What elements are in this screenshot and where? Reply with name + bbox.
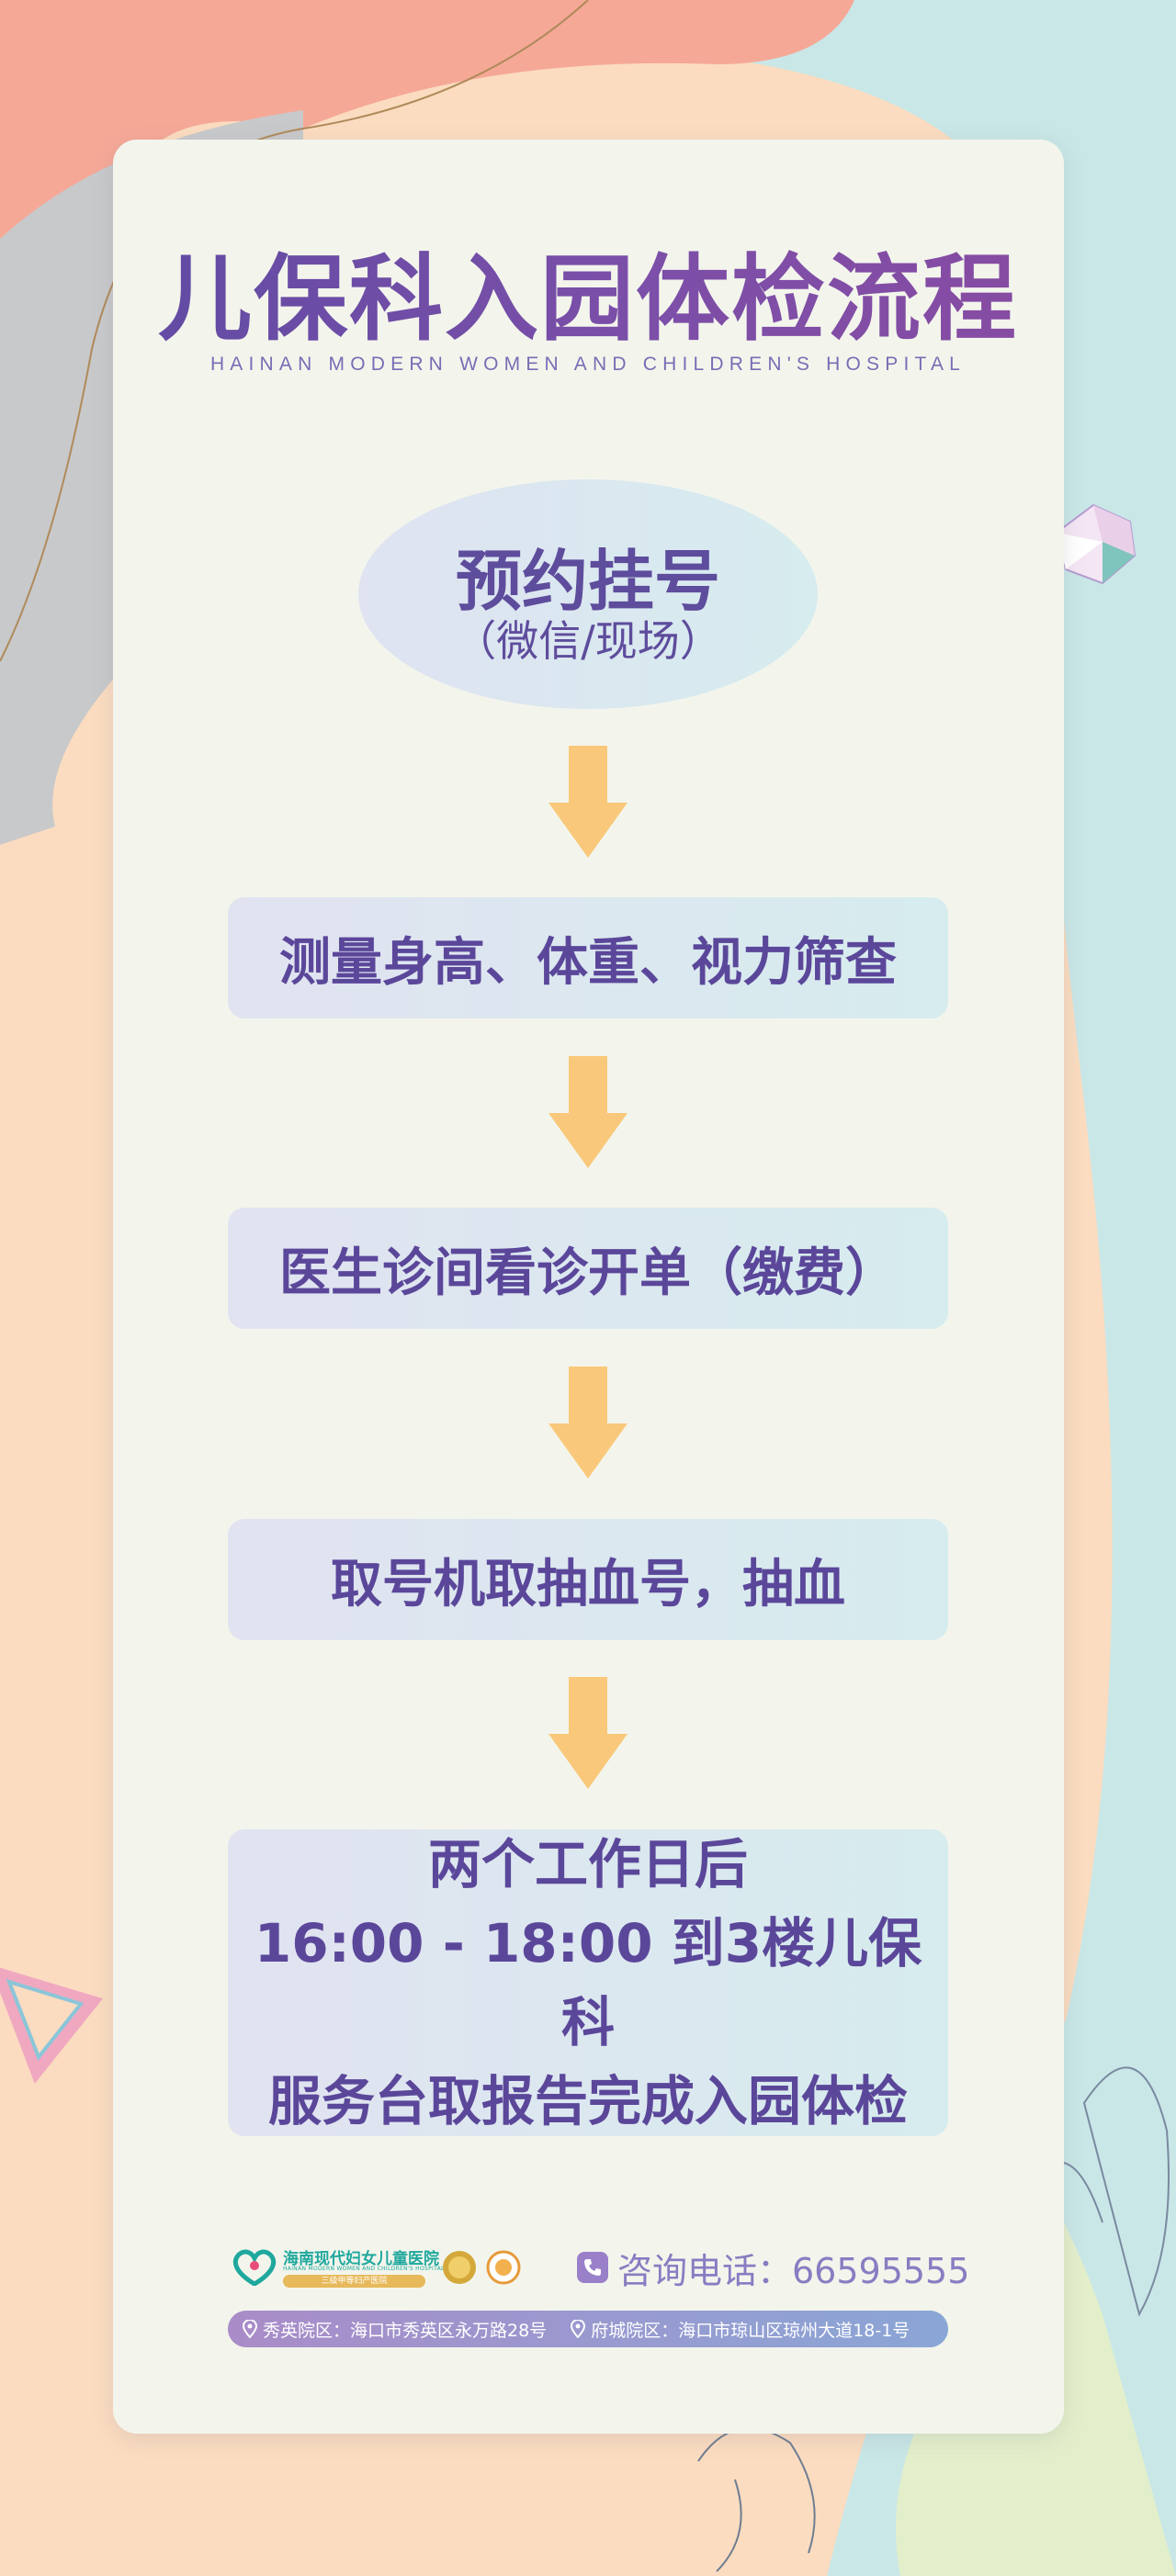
down-arrow-icon [548, 746, 628, 858]
step-measure: 测量身高、体重、视力筛查 [228, 897, 948, 1018]
final-line-2: 16:00 - 18:00 到3楼儿保科 [254, 1912, 922, 2053]
phone-icon [577, 2252, 608, 2283]
phone-text: 咨询电话：66595555 [617, 2250, 970, 2291]
hospital-tag: 三级甲等妇产医院 [283, 2275, 425, 2288]
step-report-pickup: 两个工作日后 16:00 - 18:00 到3楼儿保科 服务台取报告完成入园体检 [228, 1829, 948, 2136]
down-arrow-icon [548, 1677, 628, 1789]
final-line-1: 两个工作日后 [427, 1833, 748, 1895]
address-bar: 秀英院区：海口市秀英区永万路28号 府城院区：海口市琼山区琼州大道18-1号 [228, 2311, 948, 2347]
award-medal-icon [486, 2250, 521, 2285]
address-xiuying: 秀英院区：海口市秀英区永万路28号 [263, 2320, 548, 2341]
final-line-3: 服务台取报告完成入园体检 [267, 2070, 908, 2132]
hospital-name: 海南现代妇女儿童医院 [283, 2250, 439, 2268]
hospital-name-en: HAINAN MODERN WOMEN AND CHILDREN'S HOSPI… [283, 2266, 445, 2272]
step-blood-draw: 取号机取抽血号，抽血 [228, 1519, 948, 1640]
consult-phone[interactable]: 咨询电话：66595555 [577, 2244, 970, 2291]
hospital-logo-icon [232, 2249, 277, 2286]
address-fucheng: 府城院区：海口市琼山区琼州大道18-1号 [591, 2320, 910, 2341]
location-pin-icon [243, 2320, 257, 2338]
step-appointment-note: （微信/现场） [454, 616, 722, 666]
location-pin-icon [571, 2320, 586, 2338]
down-arrow-icon [548, 1056, 628, 1168]
hospital-logo: 海南现代妇女儿童医院 HAINAN MODERN WOMEN AND CHILD… [232, 2245, 526, 2289]
down-arrow-icon [548, 1367, 628, 1479]
page-title: 儿保科入园体检流程 [0, 246, 1176, 354]
step-appointment: 预约挂号 （微信/现场） [358, 479, 818, 709]
step-doctor-visit: 医生诊间看诊开单（缴费） [228, 1208, 948, 1329]
award-medal-icon [443, 2251, 476, 2284]
step-appointment-title: 预约挂号 [455, 543, 720, 620]
page-subtitle: HAINAN MODERN WOMEN AND CHILDREN'S HOSPI… [209, 354, 967, 375]
